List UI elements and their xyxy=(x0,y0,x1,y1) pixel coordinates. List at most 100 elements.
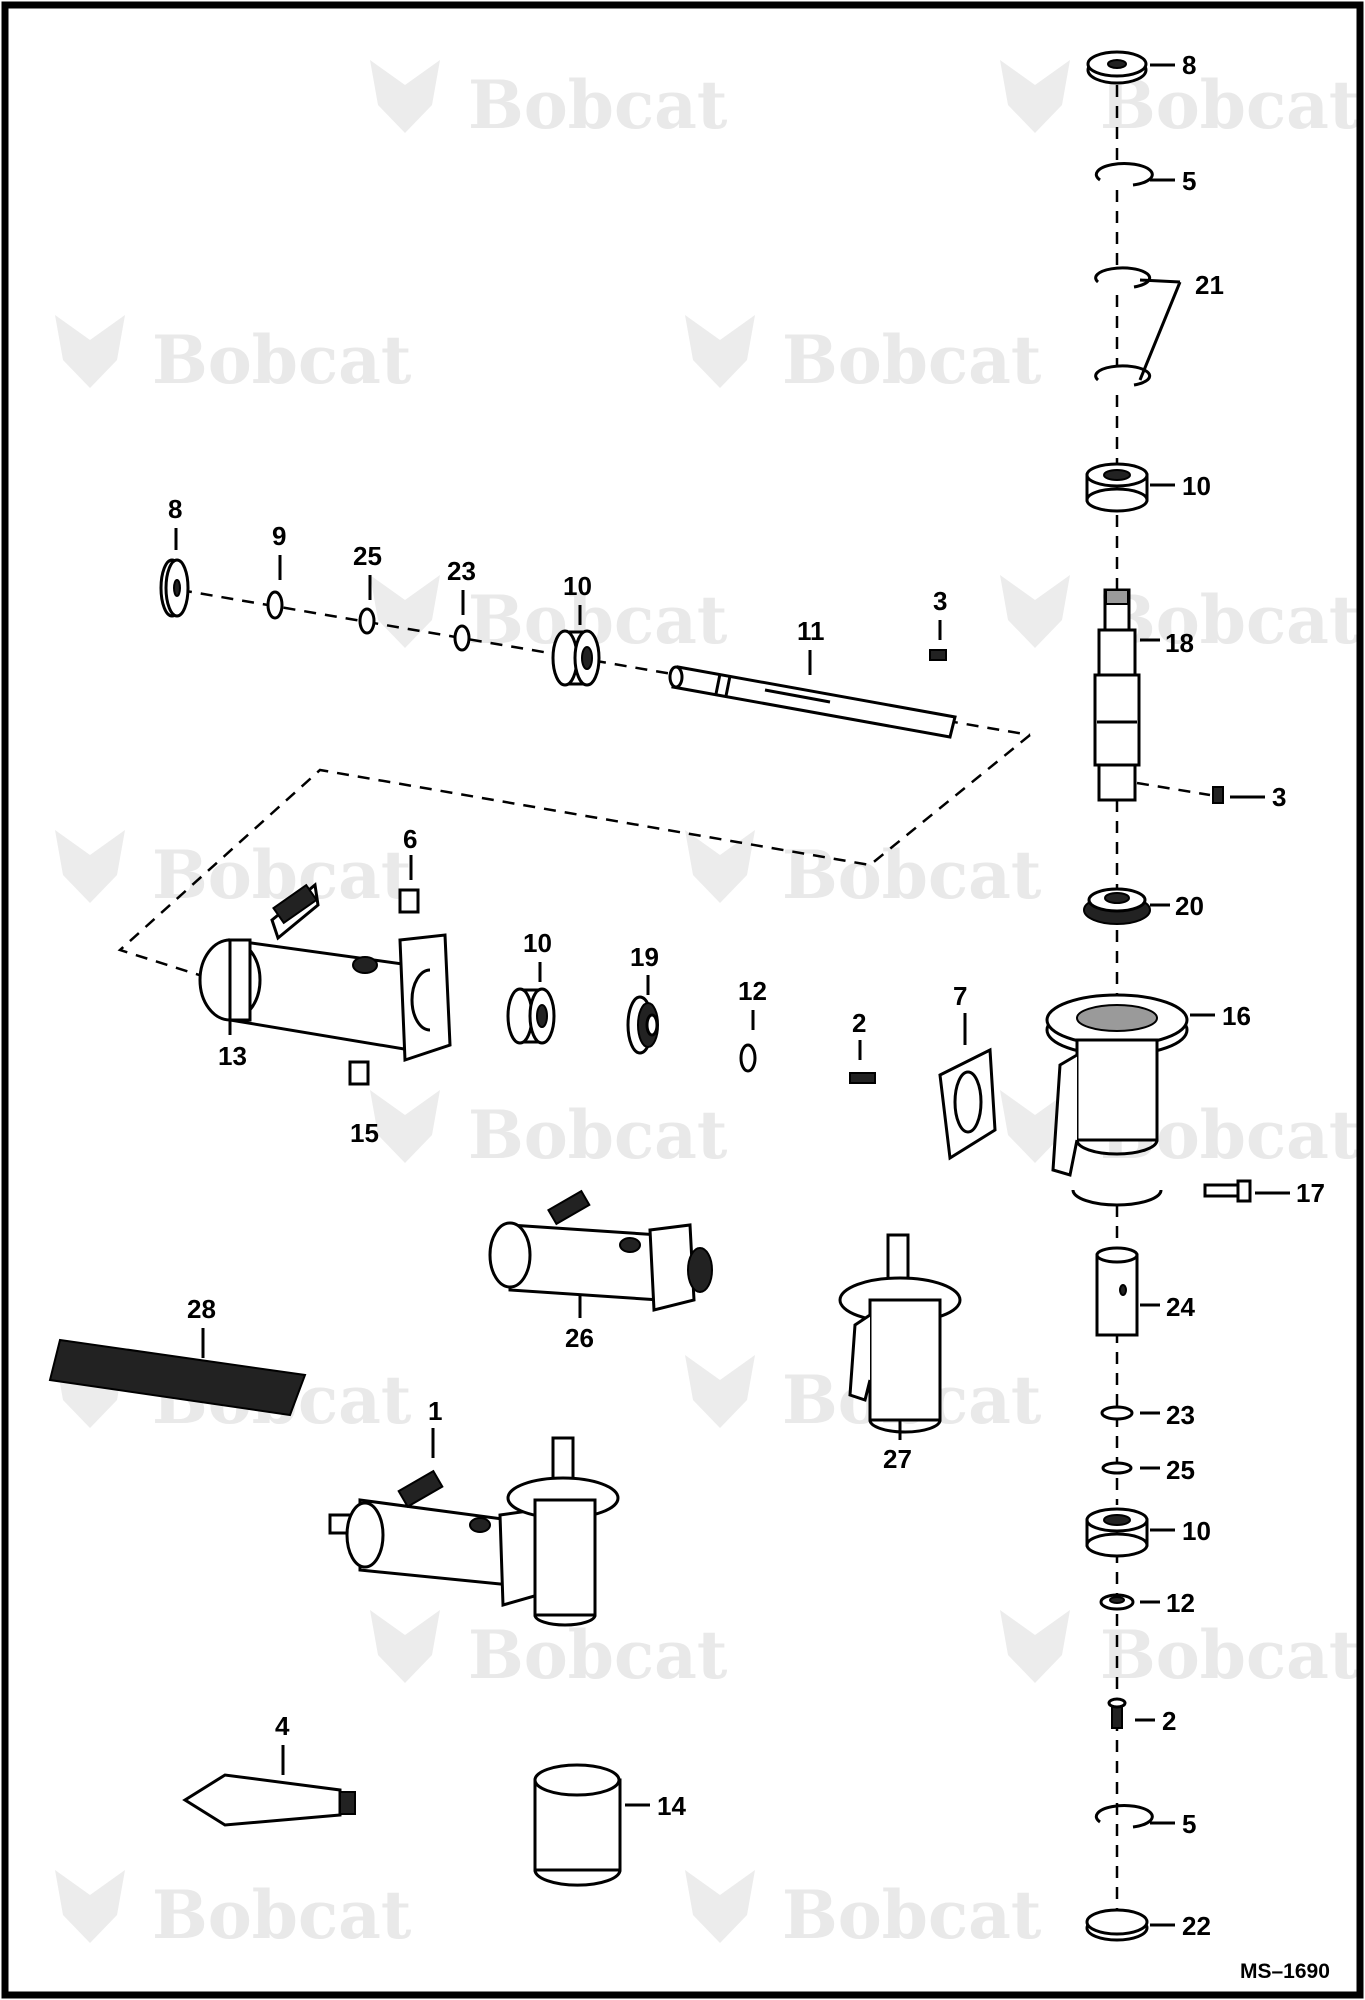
leader-line xyxy=(1138,278,1182,381)
callout-11: 11 xyxy=(797,616,825,646)
watermark-text: Bobcat xyxy=(782,836,1042,914)
callout-20: 20 xyxy=(1175,891,1204,921)
callout-25: 25 xyxy=(1166,1455,1195,1485)
callout-16: 16 xyxy=(1222,1001,1251,1031)
watermark-text: Bobcat xyxy=(152,1876,412,1954)
gearbox-housing-assembly xyxy=(838,1233,962,1434)
bearing-middle xyxy=(506,987,556,1045)
washer-left xyxy=(159,558,190,618)
shaft-housing-assembly xyxy=(488,1189,713,1312)
callout-4: 4 xyxy=(275,1711,290,1741)
retaining-ring-9 xyxy=(266,590,284,620)
watermark-layer: Bobcat Bobcat Bobcat Bobcat Bobcat Bobca… xyxy=(55,60,1360,1954)
callout-27: 27 xyxy=(883,1444,912,1474)
callout-24: 24 xyxy=(1166,1292,1195,1322)
watermark-logo-icon xyxy=(55,830,125,903)
screw-lower xyxy=(1107,1697,1127,1729)
watermark-text: Bobcat xyxy=(468,66,728,144)
bearing-upper xyxy=(1085,462,1149,513)
callout-7: 7 xyxy=(953,981,967,1011)
watermark-logo-icon xyxy=(1000,60,1070,133)
snap-ring-lower xyxy=(1094,1804,1154,1829)
complete-gearbox xyxy=(328,1436,620,1627)
callout-1: 1 xyxy=(428,1396,442,1426)
callout-12: 12 xyxy=(1166,1588,1195,1618)
plug-6 xyxy=(398,888,420,914)
watermark-logo-icon xyxy=(370,575,440,648)
callout-8: 8 xyxy=(1182,50,1196,80)
bevel-gear-vertical xyxy=(1083,887,1151,925)
callout-23: 23 xyxy=(447,556,476,586)
key-axis-line xyxy=(1136,781,1211,797)
nut-horizontal xyxy=(739,1043,757,1073)
snap-rings-pair xyxy=(1094,266,1152,387)
fitting-15 xyxy=(348,1060,370,1086)
nut-lower xyxy=(1099,1593,1135,1611)
o-ring-lower-2 xyxy=(1101,1461,1133,1475)
watermark-logo-icon xyxy=(1000,575,1070,648)
snap-ring-top xyxy=(1094,162,1154,187)
callout-25: 25 xyxy=(353,541,382,571)
o-ring-25 xyxy=(358,607,376,635)
bearing-horizontal xyxy=(551,629,601,687)
callout-28: 28 xyxy=(187,1294,216,1324)
key-right xyxy=(1212,786,1224,804)
callout-5: 5 xyxy=(1182,1809,1196,1839)
o-ring-23 xyxy=(453,624,471,652)
watermark-text: Bobcat xyxy=(468,1096,728,1174)
shaft-sleeve xyxy=(1095,1246,1139,1337)
gearbox-housing xyxy=(1045,993,1189,1207)
watermark-text: Bobcat xyxy=(468,1616,728,1694)
callout-21: 21 xyxy=(1195,270,1224,300)
horizontal-shaft xyxy=(668,665,957,739)
watermark-text: Bobcat xyxy=(152,321,412,399)
watermark-logo-icon xyxy=(685,315,755,388)
callout-10: 10 xyxy=(523,928,552,958)
bolt-right xyxy=(1203,1179,1252,1203)
callout-12: 12 xyxy=(738,976,767,1006)
vertical-shaft xyxy=(1093,588,1141,802)
watermark-logo-icon xyxy=(1000,1610,1070,1683)
callout-23: 23 xyxy=(1166,1400,1195,1430)
callout-26: 26 xyxy=(565,1323,594,1353)
watermark-logo-icon xyxy=(55,315,125,388)
assembly-path-line xyxy=(117,734,1031,1012)
callout-9: 9 xyxy=(272,521,286,551)
o-ring-lower xyxy=(1100,1405,1134,1421)
washer-top xyxy=(1086,50,1148,85)
watermark-logo-icon xyxy=(370,1610,440,1683)
screw-horizontal xyxy=(849,1072,876,1084)
watermark-logo-icon xyxy=(685,1870,755,1943)
callout-18: 18 xyxy=(1165,628,1194,658)
shaft-housing xyxy=(198,882,452,1063)
decal-strip xyxy=(48,1338,307,1417)
callout-2: 2 xyxy=(1162,1706,1176,1736)
callout-10: 10 xyxy=(1182,1516,1211,1546)
callout-10: 10 xyxy=(563,571,592,601)
watermark-text: Bobcat xyxy=(1100,1616,1360,1694)
watermark-logo-icon xyxy=(685,1355,755,1428)
watermark-logo-icon xyxy=(370,1090,440,1163)
watermark-text: Bobcat xyxy=(782,321,1042,399)
grease-tube xyxy=(182,1773,356,1827)
gasket xyxy=(938,1047,997,1161)
watermark-text: Bobcat xyxy=(1100,581,1360,659)
figure-reference: MS–1690 xyxy=(1240,1960,1330,1983)
callout-3: 3 xyxy=(933,586,947,616)
callout-19: 19 xyxy=(630,942,659,972)
bevel-gear-horizontal xyxy=(626,995,659,1055)
callout-13: 13 xyxy=(218,1041,247,1071)
callout-10: 10 xyxy=(1182,471,1211,501)
callout-6: 6 xyxy=(403,824,417,854)
callout-2: 2 xyxy=(852,1008,866,1038)
callout-5: 5 xyxy=(1182,166,1196,196)
watermark-logo-icon xyxy=(370,60,440,133)
callout-14: 14 xyxy=(657,1791,686,1821)
end-cap xyxy=(1085,1908,1149,1942)
callout-17: 17 xyxy=(1296,1178,1325,1208)
callout-22: 22 xyxy=(1182,1911,1211,1941)
callout-8: 8 xyxy=(168,494,182,524)
callout-3: 3 xyxy=(1272,782,1286,812)
